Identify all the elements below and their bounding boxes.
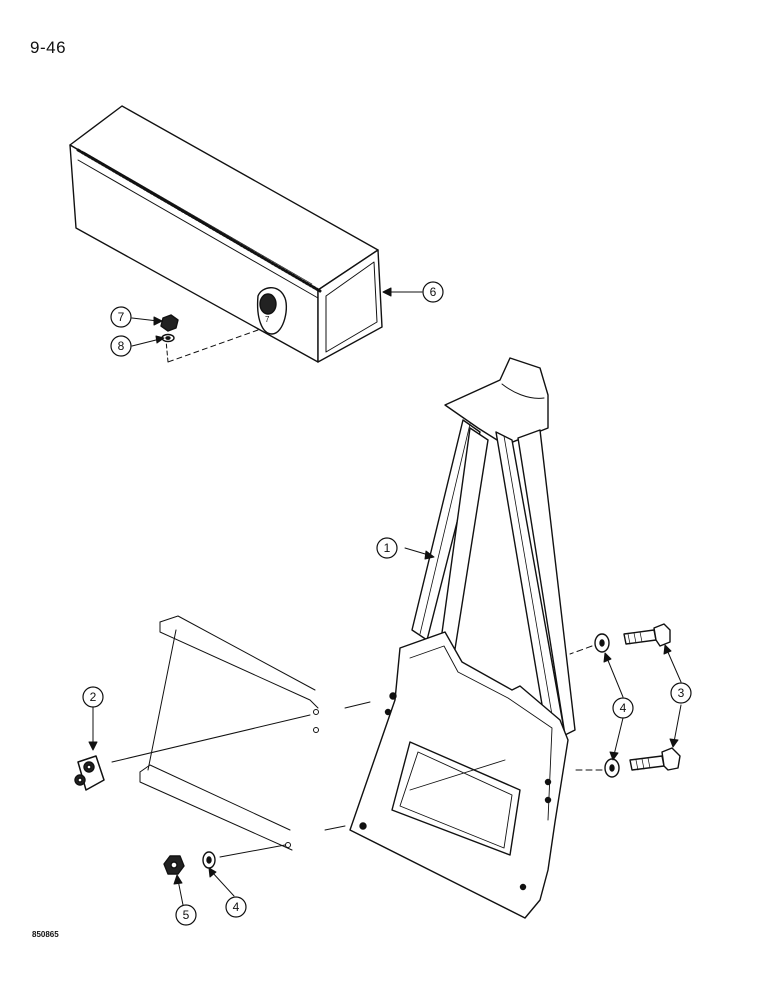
tool-box: 7 [69, 105, 383, 363]
figure-code: 850865 [32, 930, 59, 939]
callout-circles [82, 281, 692, 926]
callout-6: 6 [430, 285, 437, 299]
clip-nut-2 [74, 755, 105, 791]
hex-nut-5 [163, 855, 185, 875]
washer-4-upper-right [594, 633, 610, 653]
callout-8: 8 [118, 339, 125, 353]
callout-4-lower: 4 [233, 900, 240, 914]
callout-2: 2 [90, 690, 97, 704]
callout-3: 3 [678, 686, 685, 700]
callout-leaders [88, 287, 682, 906]
bolt-3-lower [629, 747, 681, 771]
callout-4-upper: 4 [620, 701, 627, 715]
flat-washer-4-lower-left [202, 851, 216, 869]
lock-nut-7 [160, 314, 179, 332]
callout-7: 7 [118, 310, 125, 324]
bolt-3-upper [623, 623, 671, 647]
frame-channel [139, 615, 319, 851]
callout-1: 1 [384, 541, 391, 555]
page-number: 9-46 [30, 38, 67, 57]
mounting-bracket [349, 357, 576, 919]
callout-5: 5 [183, 908, 190, 922]
washer-4-lower-right [604, 758, 620, 778]
svg-text:7: 7 [265, 315, 270, 324]
